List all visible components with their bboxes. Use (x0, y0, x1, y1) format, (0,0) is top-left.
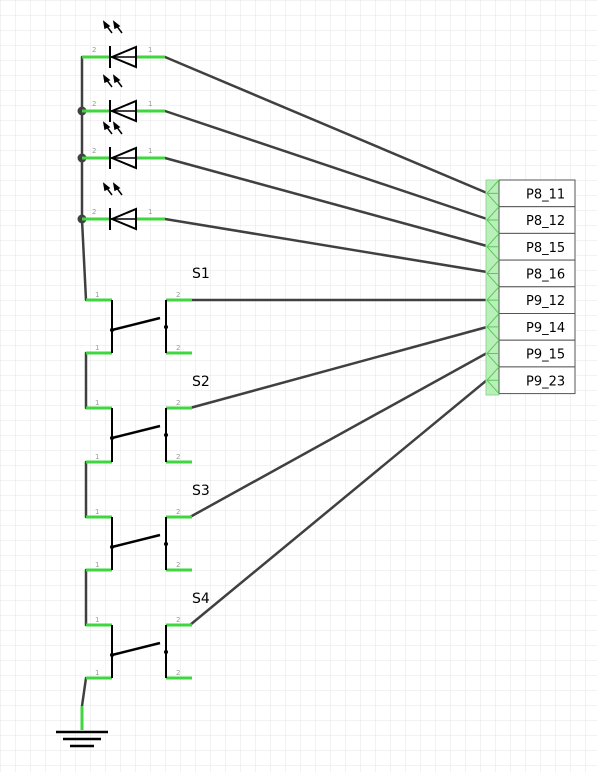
switch-pin-label: 1 (95, 561, 99, 569)
switch-lever (111, 533, 161, 549)
header-pin-arrow (486, 206, 500, 234)
led-d4[interactable]: 2 1 (82, 182, 165, 231)
header-pin-p8-12[interactable]: P8_12 (486, 206, 576, 234)
wires (80, 55, 489, 708)
header-pin-arrow (486, 179, 500, 208)
light-emission-icon (102, 121, 123, 135)
led-pin-label-right: 1 (148, 208, 152, 216)
light-emission-icon (102, 182, 123, 196)
leds: 2 1 2 1 2 (82, 20, 165, 231)
led-pin-label-left: 2 (92, 147, 96, 155)
wire-s4-p9-23[interactable] (188, 378, 489, 627)
switch-pin-label: 2 (176, 399, 180, 407)
switch-label: S3 (192, 483, 210, 499)
led-pin-label-left: 2 (92, 46, 96, 54)
header-pin-label: P9_14 (526, 321, 565, 336)
switch-pin-label: 2 (176, 508, 180, 516)
header-pin-label: P8_12 (526, 214, 565, 229)
switch-lever (111, 641, 161, 657)
header-pin-p8-15[interactable]: P8_15 (486, 232, 576, 261)
switches: S1 1 2 1 2 S2 1 2 1 2 (86, 266, 210, 680)
header-pin-p9-15[interactable]: P9_15 (486, 339, 576, 368)
led-pin-label-right: 1 (148, 46, 152, 54)
wire-s2-p9-14[interactable] (188, 325, 489, 410)
header-pin-box (498, 259, 576, 288)
light-emission-icon (102, 74, 123, 88)
header-pin-label: P8_16 (526, 267, 565, 282)
switch-pin-label: 2 (176, 291, 180, 299)
header-connector-strip (485, 179, 500, 396)
switch-lever (111, 424, 161, 440)
header-pin-box (498, 366, 576, 395)
header-pin-p9-14[interactable]: P9_14 (486, 313, 576, 341)
header-pin-box (498, 179, 576, 208)
switch-pin-label: 2 (176, 616, 180, 624)
switch-pin-label: 1 (95, 291, 99, 299)
switch-lever (111, 316, 161, 332)
switch-pin-label: 2 (176, 344, 180, 352)
led-d1[interactable]: 2 1 (82, 20, 165, 69)
switch-label: S2 (192, 374, 210, 390)
header-pin-label: P9_15 (526, 348, 565, 363)
wire-led3-p8-15[interactable] (163, 156, 489, 248)
switch-pin-label: 1 (95, 616, 99, 624)
light-emission-icon (102, 20, 123, 34)
ground-symbol[interactable] (56, 706, 108, 748)
wire-s3-p9-15[interactable] (188, 351, 489, 519)
switch-pin-label: 1 (95, 669, 99, 677)
header-pin-label: P9_12 (526, 294, 565, 309)
header-pin-arrow (486, 233, 500, 261)
led-pin-label-left: 2 (92, 208, 96, 216)
header-pin-label: P8_15 (526, 241, 565, 256)
header-pin-label: P9_23 (526, 374, 565, 389)
led-d2[interactable]: 2 1 (82, 74, 165, 123)
switch-pin-label: 2 (176, 669, 180, 677)
led-to-s1-wire[interactable] (80, 218, 88, 302)
wire-s4-ground[interactable] (80, 676, 88, 708)
header-pin-p9-23[interactable]: P9_23 (486, 366, 576, 395)
header-pin-arrow (486, 259, 500, 288)
header-pin-box (498, 232, 576, 261)
switch-pin-label: 1 (95, 453, 99, 461)
switch-pin-label: 2 (176, 453, 180, 461)
switch-s4[interactable]: S4 1 2 1 2 (86, 591, 210, 680)
switch-s3[interactable]: S3 1 2 1 2 (86, 483, 210, 572)
header-pin-p9-12[interactable]: P9_12 (486, 286, 576, 314)
wire-led4-p8-16[interactable] (163, 217, 489, 274)
switch-pin-label: 1 (95, 399, 99, 407)
wire-led1-p8-11[interactable] (163, 55, 489, 195)
switch-label: S1 (192, 266, 210, 282)
led-pin-label-right: 1 (148, 147, 152, 155)
switch-s2[interactable]: S2 1 2 1 2 (86, 374, 210, 464)
header-pin-arrow (486, 366, 500, 394)
switch-pin-label: 1 (95, 344, 99, 352)
switch-s1[interactable]: S1 1 2 1 2 (86, 266, 210, 355)
header-pin-label: P8_11 (526, 187, 565, 202)
switch-pin-label: 2 (176, 561, 180, 569)
switch-label: S4 (192, 591, 210, 607)
header-pin-arrow (486, 286, 500, 314)
led-pin-label-left: 2 (92, 100, 96, 108)
led-pin-label-right: 1 (148, 100, 152, 108)
header-pin-arrow (486, 339, 500, 368)
header-pin-p8-11[interactable]: P8_11 (486, 179, 576, 208)
led-d3[interactable]: 2 1 (82, 121, 165, 170)
header-pin-box (498, 206, 576, 234)
wire-led2-p8-12[interactable] (163, 109, 489, 221)
header-pin-arrow (486, 313, 500, 341)
header-pin-p8-16[interactable]: P8_16 (486, 259, 576, 288)
switch-pin-label: 1 (95, 508, 99, 516)
